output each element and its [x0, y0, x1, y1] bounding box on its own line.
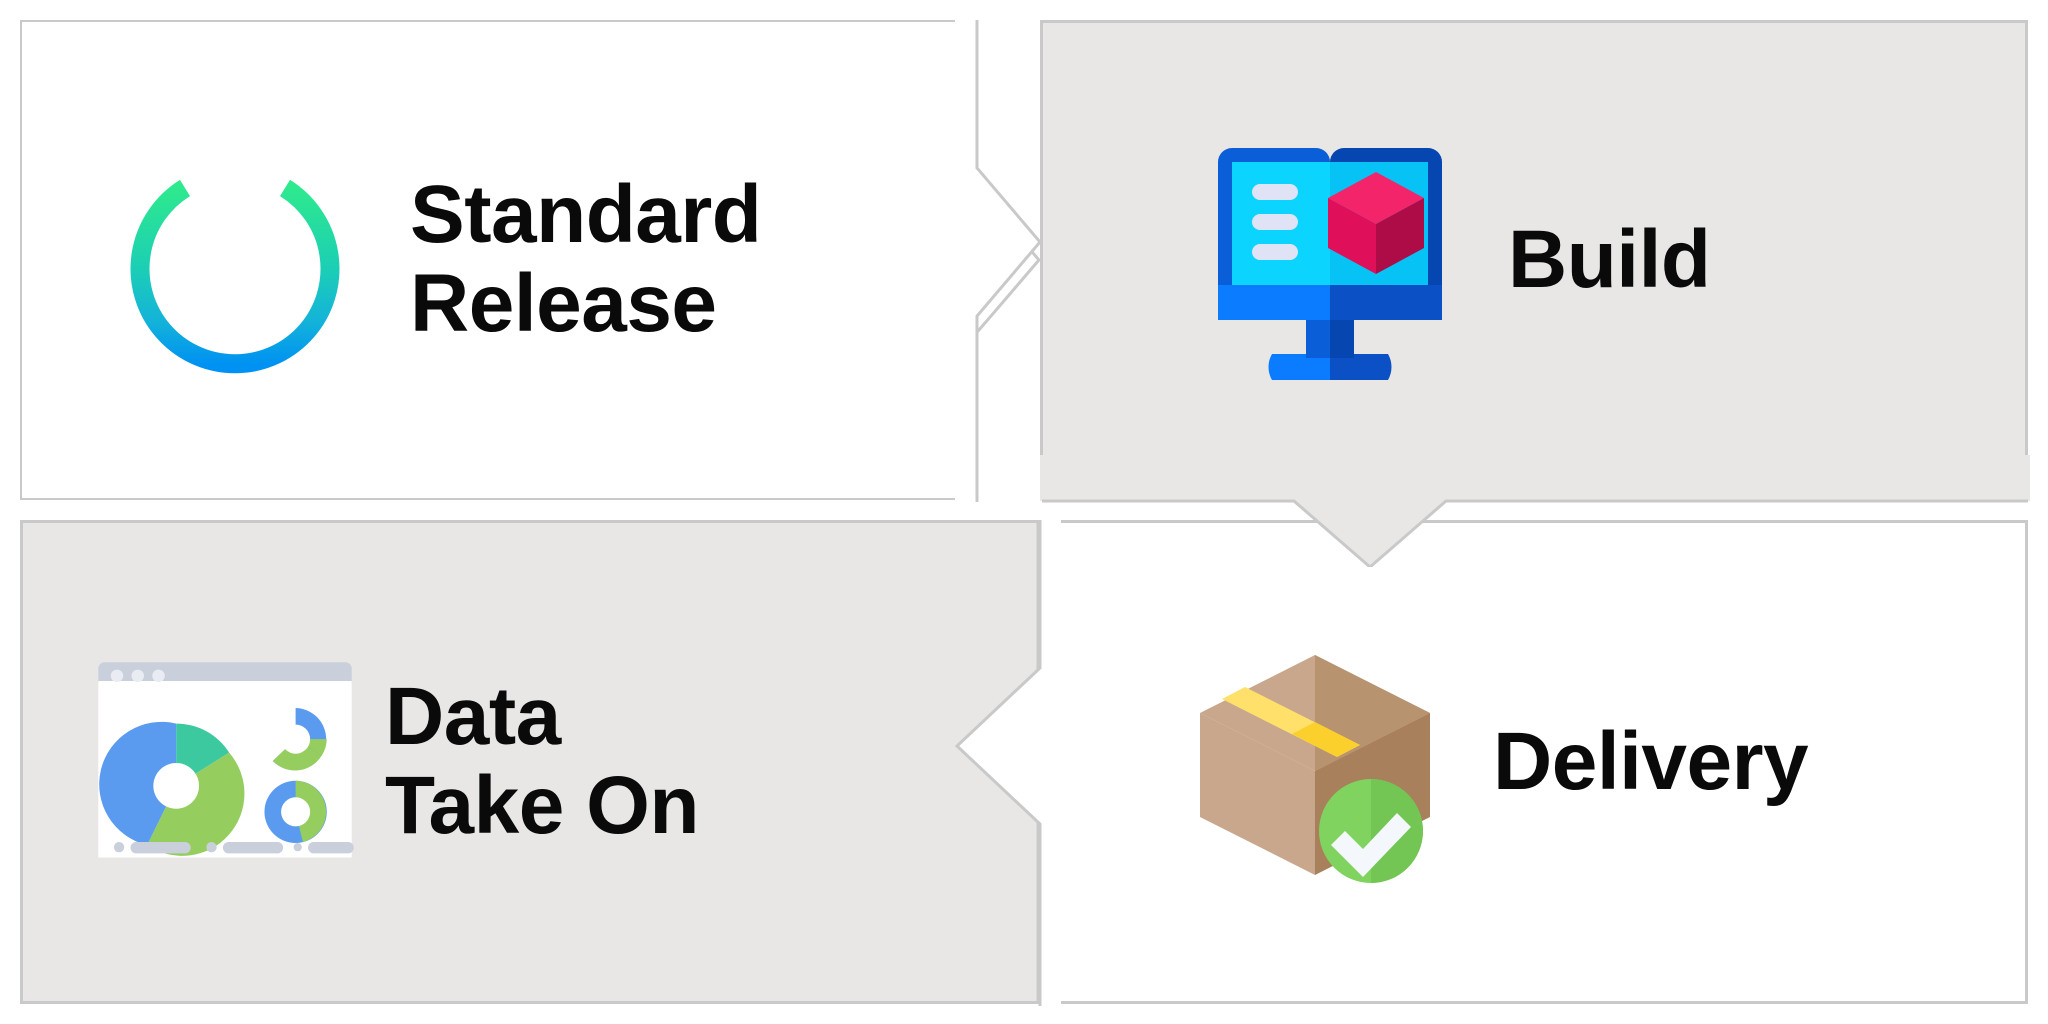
arrow-right-standard-release-to-build — [955, 18, 1042, 504]
panel-shape-data-take-on — [20, 520, 1040, 1004]
arrow-down-build-to-delivery — [1040, 455, 2030, 567]
monitor-cube-icon — [1180, 110, 1480, 410]
step-label-data-take-on: Data Take On — [385, 671, 699, 851]
step-label-build: Build — [1508, 213, 1711, 305]
power-button-icon — [70, 110, 400, 410]
analytics-dashboard-icon — [75, 612, 375, 912]
step-panel-data-take-on[interactable]: Data Take On — [20, 520, 1040, 1004]
step-panel-standard-release[interactable]: Standard Release — [20, 20, 1040, 500]
step-panel-build[interactable]: Build — [1040, 20, 2028, 500]
step-label-delivery: Delivery — [1493, 715, 1809, 807]
step-panel-delivery[interactable]: Delivery — [1040, 520, 2028, 1004]
step-label-standard-release: Standard Release — [410, 169, 762, 349]
arrow-left-delivery-to-data-take-on — [954, 518, 1061, 1008]
package-check-icon — [1165, 612, 1465, 912]
